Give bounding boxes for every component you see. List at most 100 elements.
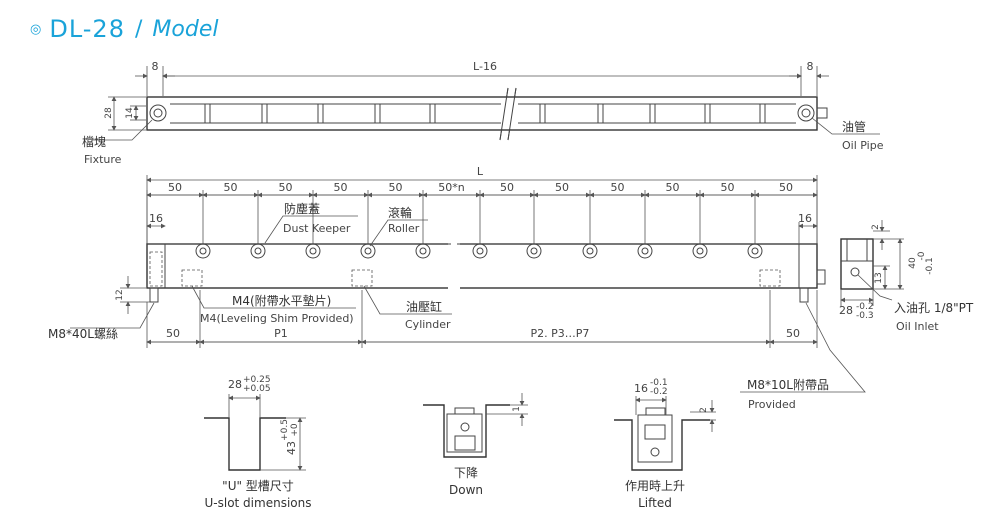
u-slot-detail: 28 +0.25 +0.05 43 +0.5 +0 "U" 型槽尺寸 U-slo…: [204, 375, 311, 510]
dim-length: L-16: [473, 60, 497, 73]
dim-13: 13: [874, 272, 884, 283]
u-caption-en: U-slot dimensions: [205, 496, 312, 510]
roller-axle: [419, 247, 427, 255]
dim-28: 28: [839, 304, 853, 317]
dim-40-tol: -0: [917, 251, 927, 260]
label-oil-inlet-cn: 入油孔 1/8"PT: [894, 301, 974, 315]
cylinder-hidden-left: [181, 269, 203, 287]
lifted-width-tol-dn: -0.2: [650, 387, 668, 397]
dim-28-tol2: -0.3: [856, 311, 874, 321]
dim-bottom-0: 50: [166, 327, 180, 340]
u-width-tol-up: +0.25: [243, 375, 271, 385]
pitch-label: 50: [389, 181, 403, 194]
oil-inlet-hole: [850, 267, 860, 277]
cylinder-body-right: [456, 243, 818, 289]
roller-axle: [309, 247, 317, 255]
dim-height: 28: [104, 107, 114, 119]
down-roller-hole: [460, 422, 470, 432]
roller-axle: [641, 247, 649, 255]
roller: [305, 243, 321, 259]
roller: [415, 243, 431, 259]
dim-left-16: 16: [149, 212, 163, 225]
roller-axle: [751, 247, 759, 255]
lifted-width-tol-up: -0.1: [650, 378, 668, 388]
u-width: 28: [228, 378, 242, 391]
label-roller-cn: 滾輪: [388, 205, 412, 220]
label-m8-10-en: Provided: [748, 398, 796, 411]
dim-right-gap: 8: [807, 60, 814, 73]
label-fixture-en: Fixture: [84, 153, 122, 166]
lifted-detail: 16 -0.1 -0.2 2 作用時上升 Lifted: [614, 378, 716, 510]
dim-left-gap: 8: [152, 60, 159, 73]
pitch-label: 50: [666, 181, 680, 194]
pitch-label: 50: [611, 181, 625, 194]
dim-bottom-2: P2. P3…P7: [531, 327, 590, 340]
m8-provided-screw: [799, 287, 809, 303]
cylinder-body-left: [146, 243, 452, 289]
label-m4-cn: M4(附帶水平墊片): [232, 294, 331, 308]
roller: [692, 243, 708, 259]
pitch-label: 50: [721, 181, 735, 194]
fixture-bolt-left: [149, 104, 167, 122]
pitch-label: 50: [555, 181, 569, 194]
end-view: 40 -0 -0.1 2 13 28 -0.2 -0.3 入油孔 1/8"PT …: [839, 220, 974, 333]
oil-pipe-fitting: [797, 104, 815, 122]
dim-bottom-3: 50: [786, 327, 800, 340]
roller-axle: [476, 247, 484, 255]
label-fixture-cn: 檔塊: [82, 134, 106, 149]
down-caption-en: Down: [449, 483, 483, 497]
model-word: Model: [152, 16, 219, 42]
m8-screw: [149, 287, 159, 303]
down-detail: 1 下降 Down: [423, 393, 528, 497]
dim-2: 2: [871, 224, 881, 230]
label-roller-en: Roller: [388, 222, 420, 235]
dim-bottom-1: P1: [274, 327, 288, 340]
roller: [637, 243, 653, 259]
label-oil-pipe-cn: 油管: [842, 119, 866, 134]
lifted-caption-en: Lifted: [638, 496, 672, 510]
label-oil-pipe-en: Oil Pipe: [842, 139, 884, 152]
end-profile: [840, 238, 874, 290]
dim-28-tol: -0.2: [856, 302, 874, 312]
label-cylinder-cn: 油壓缸: [406, 299, 442, 314]
lifted-roller-hole: [650, 447, 660, 457]
roller-axle: [254, 247, 262, 255]
u-depth-tol-dn: +0: [290, 423, 300, 437]
label-m8-40: M8*40L螺絲: [48, 326, 118, 341]
roller-axle: [696, 247, 704, 255]
dim-12: 12: [115, 289, 125, 300]
roller: [195, 243, 211, 259]
bullet-icon: ◎: [30, 21, 42, 37]
model-header: ◎ DL-28 / Model: [30, 14, 218, 44]
roller: [747, 243, 763, 259]
lifted-dim: 2: [699, 407, 709, 413]
u-caption-cn: "U" 型槽尺寸: [222, 479, 294, 493]
u-depth: 43: [285, 441, 298, 455]
label-m8-10-cn: M8*10L附帶品: [747, 378, 829, 392]
roller-axle: [364, 247, 372, 255]
lifted-caption-cn: 作用時上升: [625, 479, 685, 493]
label-m4-en: M4(Leveling Shim Provided): [200, 312, 354, 325]
roller-axle: [530, 247, 538, 255]
roller: [582, 243, 598, 259]
dim-inner-height: 14: [125, 107, 135, 119]
dim-40: 40: [908, 257, 918, 269]
roller: [472, 243, 488, 259]
pitch-label: 50: [279, 181, 293, 194]
title-separator: /: [134, 16, 143, 42]
u-depth-tol-up: +0.5: [280, 419, 290, 441]
label-oil-inlet-en: Oil Inlet: [896, 320, 939, 333]
down-dim: 1: [512, 406, 522, 412]
dim-40-tol2: -0.1: [925, 257, 935, 275]
pitch-label: 50: [500, 181, 514, 194]
u-width-tol-dn: +0.05: [243, 384, 271, 394]
roller: [526, 243, 542, 259]
label-dust-en: Dust Keeper: [283, 222, 351, 235]
label-dust-cn: 防塵蓋: [284, 201, 320, 216]
pitch-label: 50: [224, 181, 238, 194]
top-rail-outline: [146, 96, 818, 131]
model-code: DL-28: [49, 15, 125, 43]
lifted-width: 16: [634, 382, 648, 395]
pitch-label: 50: [168, 181, 182, 194]
dim-right-16: 16: [798, 212, 812, 225]
